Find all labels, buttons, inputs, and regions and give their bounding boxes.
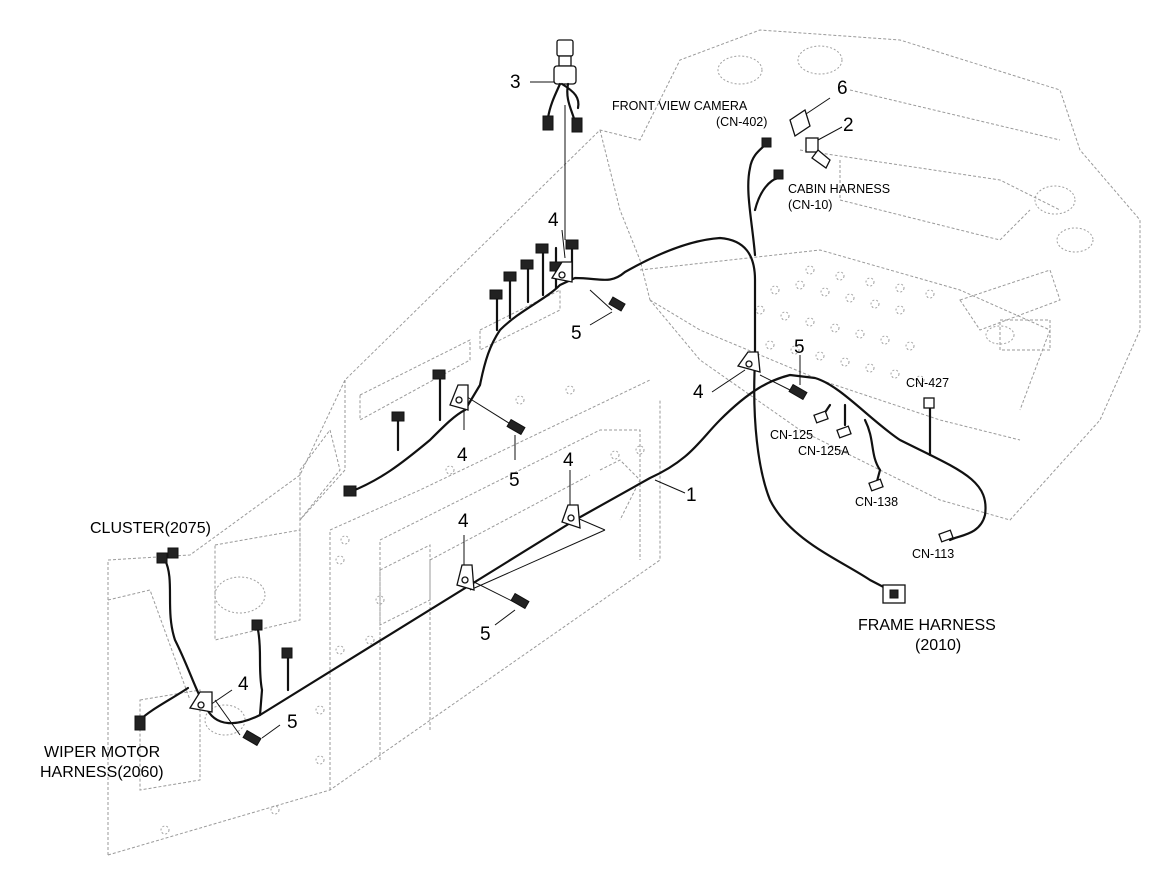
switch-assembly-3[interactable] bbox=[542, 39, 583, 133]
wiper-motor-label: WIPER MOTOR bbox=[44, 744, 160, 761]
camera-bracket-parts[interactable] bbox=[761, 108, 831, 180]
callout-4-top: 4 bbox=[548, 210, 559, 231]
callout-5-floor: 5 bbox=[794, 337, 805, 358]
bracket-4-parts[interactable] bbox=[188, 261, 761, 713]
cn-125a-label: CN-125A bbox=[798, 444, 850, 458]
cabin-harness-code: (CN-10) bbox=[788, 198, 832, 212]
bolt-5-parts[interactable] bbox=[242, 296, 808, 747]
wiper-motor-harness-label: HARNESS(2060) bbox=[40, 764, 164, 781]
connector-labels: FRONT VIEW CAMERA (CN-402) CABIN HARNESS… bbox=[612, 99, 954, 561]
callout-4-left: 4 bbox=[238, 674, 249, 695]
callout-4-lowmid: 4 bbox=[458, 511, 469, 532]
wall-holes bbox=[160, 385, 645, 835]
callout-1: 1 bbox=[686, 485, 697, 506]
frame-harness-code: (2010) bbox=[915, 637, 961, 654]
callout-3: 3 bbox=[510, 72, 521, 93]
cn-427-label: CN-427 bbox=[906, 376, 949, 390]
perforation-grid bbox=[755, 265, 935, 385]
front-view-camera-label: FRONT VIEW CAMERA bbox=[612, 99, 748, 113]
callout-5-top: 5 bbox=[571, 323, 582, 344]
callout-4-floor: 4 bbox=[693, 382, 704, 403]
frame-harness-label: FRAME HARNESS bbox=[858, 617, 996, 634]
floor-plate-holes bbox=[160, 45, 1094, 835]
callout-5-left: 5 bbox=[287, 712, 298, 733]
callout-6: 6 bbox=[837, 78, 848, 99]
cabin-harness-label: CABIN HARNESS bbox=[788, 182, 890, 196]
cn-113-label: CN-113 bbox=[912, 547, 954, 561]
callout-numbers: 1 2 3 6 4 5 4 5 4 4 5 4 5 4 5 bbox=[238, 72, 854, 733]
cn-125-label: CN-125 bbox=[770, 428, 813, 442]
callout-5-mid: 5 bbox=[509, 470, 520, 491]
cab-frame-outline bbox=[107, 29, 1141, 856]
main-harness-1[interactable] bbox=[138, 143, 987, 725]
harness-labels: CLUSTER(2075) WIPER MOTOR HARNESS(2060) … bbox=[40, 520, 996, 781]
callout-5-lowmid: 5 bbox=[480, 624, 491, 645]
leader-lines bbox=[209, 81, 843, 739]
clip-group-upper[interactable] bbox=[343, 239, 579, 497]
cluster-label: CLUSTER(2075) bbox=[90, 520, 211, 537]
lower-connectors[interactable] bbox=[134, 397, 954, 731]
cn-138-label: CN-138 bbox=[855, 495, 898, 509]
callout-2: 2 bbox=[843, 115, 854, 136]
callout-4-mid: 4 bbox=[457, 445, 468, 466]
front-view-camera-code: (CN-402) bbox=[716, 115, 767, 129]
callout-4-right: 4 bbox=[563, 450, 574, 471]
